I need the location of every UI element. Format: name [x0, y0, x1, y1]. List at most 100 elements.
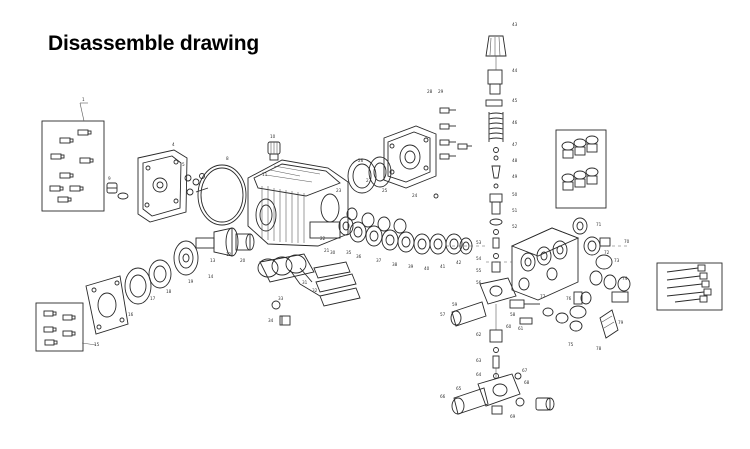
oil-plug	[106, 182, 129, 200]
part-label: 9	[108, 176, 111, 181]
part-label: 10	[270, 134, 276, 139]
part-label: 69	[510, 414, 516, 419]
crankcase	[247, 159, 349, 247]
part-label: 42	[456, 260, 462, 265]
part-label: 4	[172, 142, 175, 147]
part-label: 70	[624, 239, 630, 244]
page-title: Disassemble drawing	[48, 32, 259, 55]
part-label: 33	[278, 296, 284, 301]
part-label: 32	[312, 288, 318, 293]
part-label: 5	[182, 162, 185, 167]
part-label: 59	[452, 302, 458, 307]
part-label: 75	[568, 342, 574, 347]
part-label: 11	[262, 172, 268, 177]
plungers	[299, 261, 361, 307]
part-label: 28	[427, 89, 433, 94]
part-label: 39	[408, 264, 414, 269]
part-label: 43	[512, 22, 518, 27]
pressure-valve-stack	[485, 35, 507, 273]
part-label: 22	[320, 236, 326, 241]
part-label: 62	[476, 332, 482, 337]
part-label: 26	[358, 158, 364, 163]
bearing-right	[124, 259, 172, 305]
part-label: 14	[208, 274, 214, 279]
part-label: 47	[512, 142, 518, 147]
part-label: 12	[226, 252, 232, 257]
bottom-tee-fitting	[451, 368, 555, 415]
part-label: 40	[424, 266, 430, 271]
part-label: 21	[324, 248, 330, 253]
part-label: 27	[366, 178, 372, 183]
part-label: 13	[210, 258, 216, 263]
bolt-icon	[43, 310, 76, 346]
part-label: 77	[540, 294, 546, 299]
part-label: 51	[512, 208, 518, 213]
part-label: 65	[456, 386, 462, 391]
part-label: 36	[356, 254, 362, 259]
bolt-set-box-right	[656, 262, 723, 311]
part-label: 29	[438, 89, 444, 94]
part-label: 73	[614, 258, 620, 263]
part-label: 18	[166, 289, 172, 294]
bolt-icon	[49, 129, 94, 203]
part-label: 25	[382, 188, 388, 193]
part-label: 8	[226, 156, 229, 161]
part-label: 52	[512, 224, 518, 229]
part-label: 50	[512, 192, 518, 197]
part-label: 58	[510, 312, 516, 317]
crankshaft	[195, 227, 255, 257]
part-label: 63	[476, 358, 482, 363]
part-label: 78	[596, 346, 602, 351]
connecting-rods	[257, 253, 315, 285]
bearing-left	[173, 240, 199, 276]
part-label: 16	[128, 312, 134, 317]
part-label: 48	[512, 158, 518, 163]
oil-drain-parts	[271, 300, 291, 326]
part-label: 44	[512, 68, 518, 73]
cooling-fins	[261, 165, 321, 243]
part-label: 56	[476, 280, 482, 285]
part-label: 49	[512, 174, 518, 179]
part-label: 17	[150, 296, 156, 301]
part-label: 23	[336, 188, 342, 193]
part-label: 54	[476, 256, 482, 261]
part-label: 67	[522, 368, 528, 373]
part-label: 34	[268, 318, 274, 323]
part-label: 19	[188, 279, 194, 284]
manifold-cover-plate	[383, 125, 437, 189]
part-label: 72	[604, 250, 610, 255]
valve-icon	[561, 135, 599, 191]
part-label: 31	[302, 280, 308, 285]
breather-cap	[267, 141, 281, 161]
part-label: 15	[94, 342, 100, 347]
part-label: 46	[512, 120, 518, 125]
part-label: 38	[392, 262, 398, 267]
part-label: 45	[512, 98, 518, 103]
bolt-set-box-left-top	[41, 102, 105, 212]
part-label: 53	[476, 240, 482, 245]
part-label: 74	[622, 276, 628, 281]
part-label: 55	[476, 268, 482, 273]
part-label: 68	[524, 380, 530, 385]
part-label: 41	[440, 264, 446, 269]
part-label: 61	[518, 326, 524, 331]
washer-set-rear	[184, 173, 209, 196]
bolt-icon	[666, 264, 712, 303]
part-label: 1	[82, 97, 85, 102]
outlet-tee-assembly	[450, 277, 583, 379]
part-label: 76	[566, 296, 572, 301]
rear-cover	[137, 149, 188, 223]
cover-bolt-column	[433, 107, 472, 199]
part-label: 35	[346, 250, 352, 255]
pump-head-manifold	[510, 227, 580, 301]
part-number-labels: 1 4 5 8 9 10 11 12 13 14 15 16 17 18 19 …	[82, 22, 630, 419]
assembly-center-lines	[446, 245, 630, 263]
part-label: 64	[476, 372, 482, 377]
part-label: 24	[412, 193, 418, 198]
bearing-cover-plate	[85, 275, 129, 335]
part-label: 37	[376, 258, 382, 263]
part-label: 60	[506, 324, 512, 329]
cover-oring	[197, 164, 247, 226]
